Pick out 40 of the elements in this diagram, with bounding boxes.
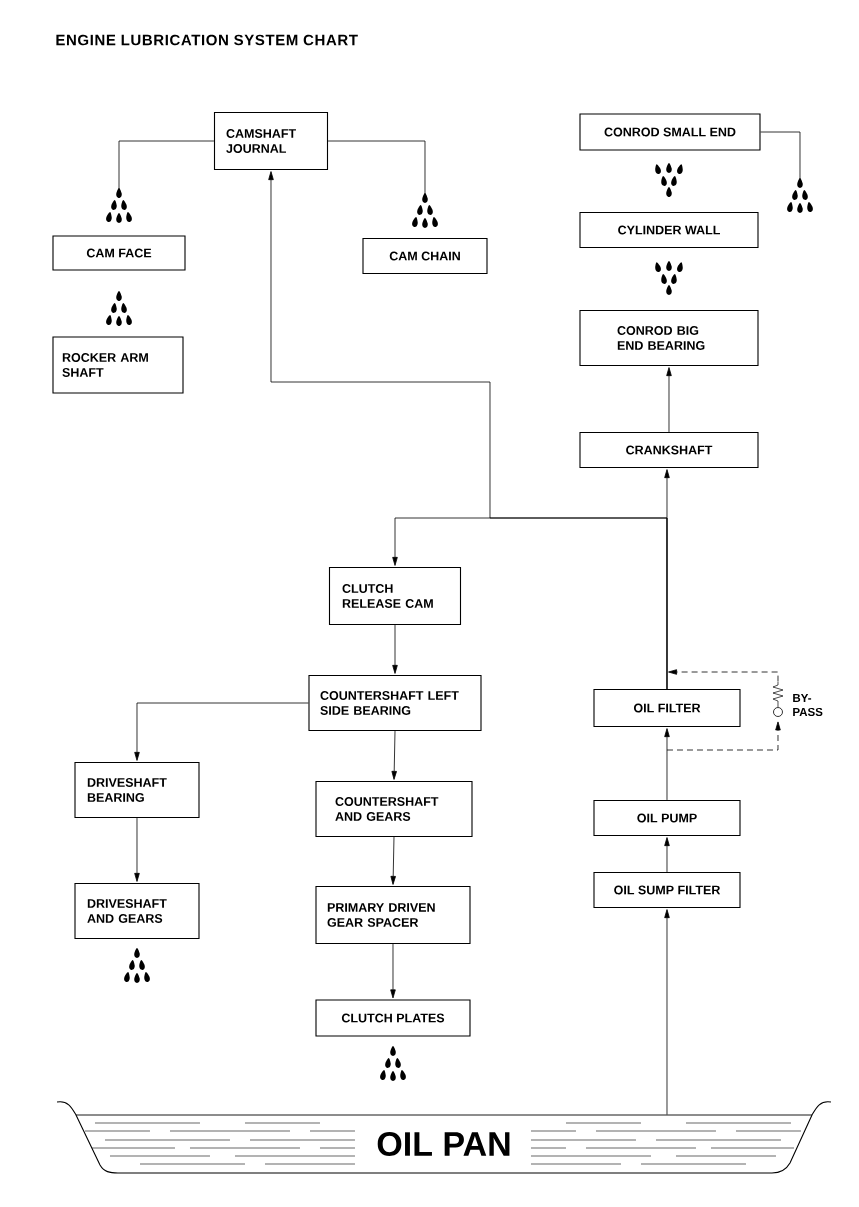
arrow — [134, 702, 309, 761]
arrow — [666, 367, 672, 433]
connector-line — [327, 140, 426, 195]
process-box: DRIVESHAFT BEARING — [74, 761, 200, 819]
arrow — [134, 817, 140, 882]
process-box: CONROD SMALL END — [579, 113, 761, 151]
process-box: COUNTERSHAFT LEFT SIDE BEARING — [308, 674, 482, 732]
process-box: CONROD BIG END BEARING — [579, 309, 759, 367]
process-box: CAMSHAFT JOURNAL — [213, 111, 329, 171]
dashed-arrow — [668, 669, 779, 682]
connector-line — [118, 140, 215, 190]
process-box: CYLINDER WALL — [579, 211, 759, 249]
bypass-label: BY-PASS — [793, 694, 823, 716]
process-box: CRANKSHAFT — [579, 431, 759, 469]
process-box: OIL PUMP — [593, 799, 741, 837]
process-box: CLUTCH PLATES — [315, 999, 471, 1037]
process-box: CLUTCH RELEASE CAM — [328, 566, 462, 626]
process-box: COUNTERSHAFT AND GEARS — [315, 780, 473, 838]
connector-line — [760, 131, 801, 180]
process-box: PRIMARY DRIVEN GEAR SPACER — [315, 885, 471, 945]
arrow — [664, 909, 670, 1115]
title: ENGINE LUBRICATION SYSTEM CHART — [56, 34, 358, 46]
process-box: DRIVESHAFT AND GEARS — [74, 882, 200, 940]
oil-pan-drawing: OIL PAN — [56, 1101, 832, 1174]
arrow — [664, 837, 670, 873]
dashed-arrow — [666, 721, 781, 751]
process-box: CAM FACE — [52, 235, 186, 271]
oil-drop-cluster — [412, 193, 438, 228]
oil-drop-cluster — [787, 178, 813, 213]
process-box: ROCKER ARM SHAFT — [52, 336, 184, 394]
oil-drop-cluster — [106, 188, 132, 223]
process-box: OIL SUMP FILTER — [593, 871, 741, 909]
arrow — [391, 730, 397, 780]
arrow — [268, 171, 668, 690]
arrow — [390, 836, 396, 885]
arrow — [664, 728, 670, 801]
process-box: CAM CHAIN — [362, 237, 488, 275]
arrow — [392, 624, 398, 674]
process-box: OIL FILTER — [593, 688, 741, 728]
arrow — [390, 943, 396, 999]
